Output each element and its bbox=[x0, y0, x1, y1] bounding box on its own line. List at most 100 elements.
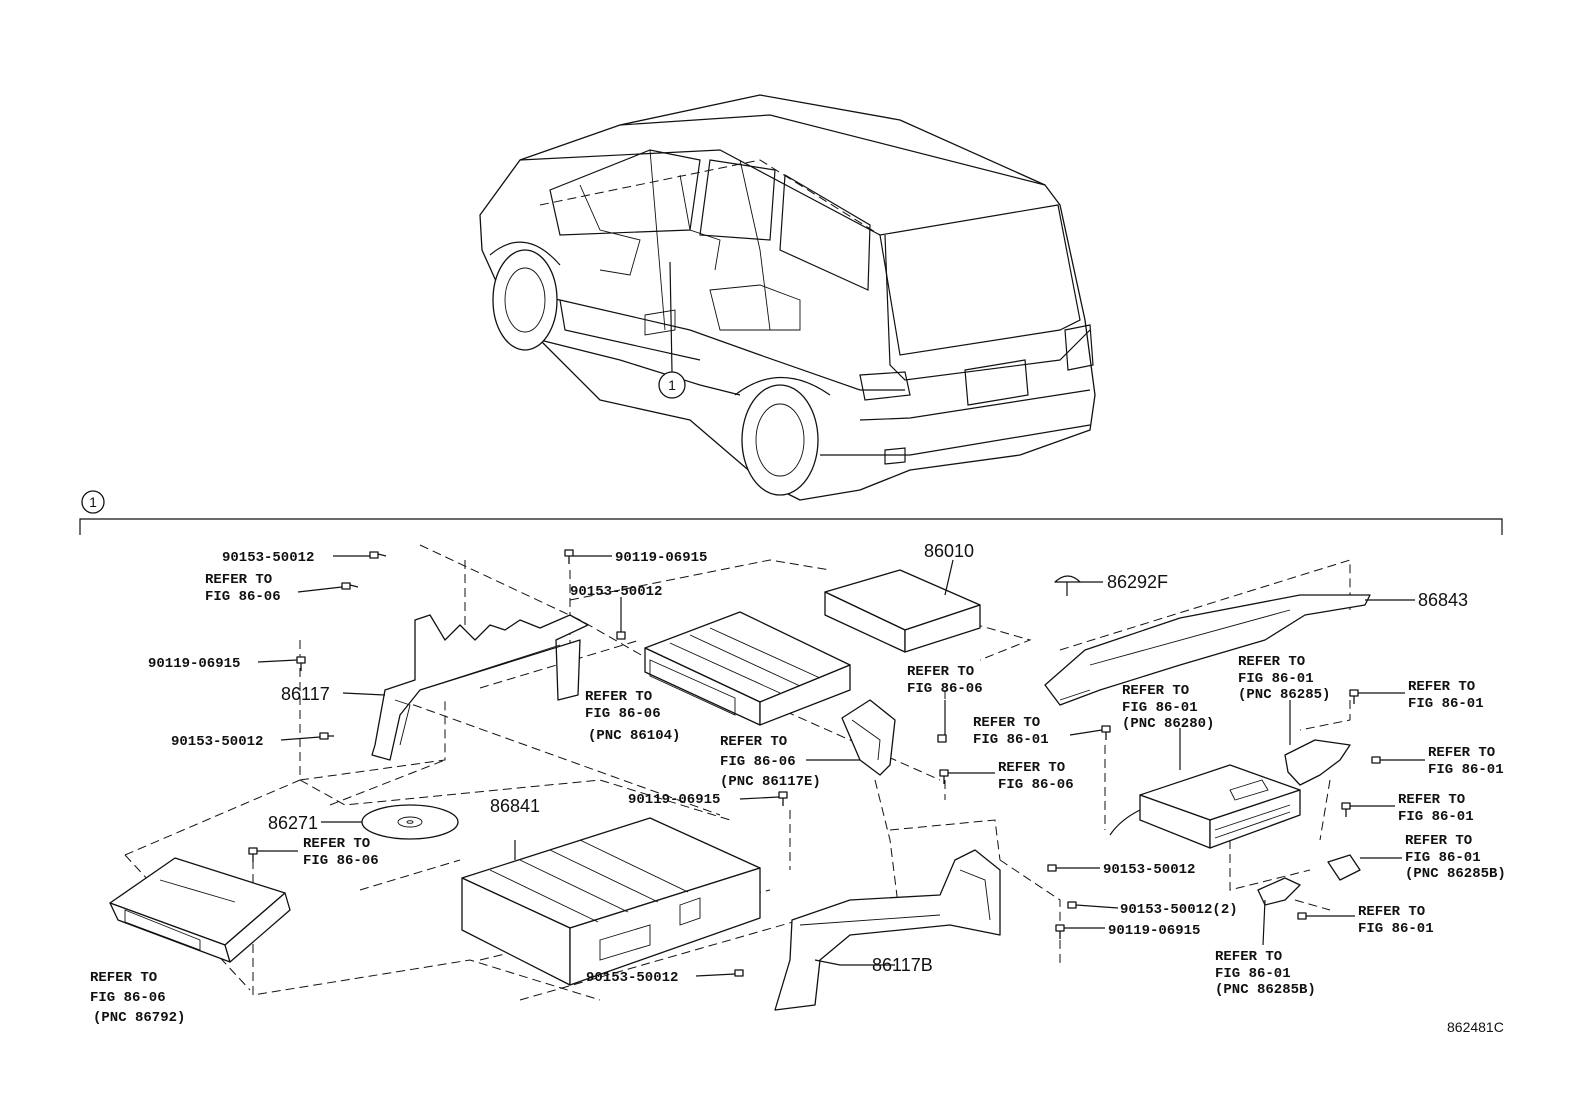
bolt-refer-86-06-b bbox=[937, 734, 947, 743]
bracket-86285 bbox=[1284, 739, 1351, 786]
cover-86843 bbox=[1044, 594, 1371, 706]
label-refer-86285-l2: FIG 86-01 bbox=[1238, 671, 1314, 687]
label-refer-86280-l2: FIG 86-01 bbox=[1122, 700, 1198, 716]
label-refer-86-06-a-l2: FIG 86-06 bbox=[205, 589, 281, 605]
screw-90119-left bbox=[296, 656, 306, 671]
front-wheel bbox=[492, 249, 558, 351]
bolt-90153-mid bbox=[616, 631, 626, 640]
label-refer-86-01-a-l2: FIG 86-01 bbox=[973, 732, 1049, 748]
screw-90119-right bbox=[1055, 924, 1065, 939]
bolt-90153-right-a bbox=[1047, 864, 1057, 872]
label-refer-86104-l1: REFER TO bbox=[585, 689, 652, 705]
screw-refer-86-01-a bbox=[1101, 725, 1111, 740]
label-86841: 86841 bbox=[490, 796, 540, 816]
leader-lines bbox=[257, 555, 1425, 977]
tail-light-right bbox=[1064, 324, 1094, 371]
label-86010: 86010 bbox=[924, 541, 974, 561]
label-90119-right: 90119-06915 bbox=[1108, 923, 1200, 939]
bolt-refer-86-01-e bbox=[1297, 912, 1307, 920]
part-labels: 90153-50012 REFER TO FIG 86-06 90119-069… bbox=[90, 541, 1506, 1035]
label-86843: 86843 bbox=[1418, 590, 1468, 610]
label-86117b: 86117B bbox=[872, 955, 933, 975]
bracket-86117b bbox=[774, 849, 1001, 1011]
label-refer-86285b-a-l3: (PNC 86285B) bbox=[1405, 866, 1506, 882]
label-refer-86-01-a-l1: REFER TO bbox=[973, 715, 1040, 731]
license-plate bbox=[964, 359, 1029, 406]
section-callout-circle bbox=[81, 490, 105, 514]
label-90119-top: 90119-06915 bbox=[615, 550, 707, 566]
bracket-86285b-a bbox=[1257, 877, 1301, 906]
label-refer-86-01-c-l2: FIG 86-01 bbox=[1428, 762, 1504, 778]
label-86292f: 86292F bbox=[1107, 572, 1168, 592]
bolt-90153-left bbox=[319, 732, 334, 740]
section-callout-number: 1 bbox=[89, 494, 97, 510]
label-refer-86-01-e-l1: REFER TO bbox=[1358, 904, 1425, 920]
label-refer-86-06-d-l2: FIG 86-06 bbox=[303, 853, 379, 869]
label-refer-86-01-b-l1: REFER TO bbox=[1408, 679, 1475, 695]
bolt-refer-86-06-a bbox=[341, 582, 359, 590]
bracket-86285b-b bbox=[1327, 854, 1361, 881]
disc-86271 bbox=[361, 804, 459, 840]
label-refer-86792-l3: (PNC 86792) bbox=[93, 1010, 185, 1026]
section-bracket bbox=[79, 518, 1503, 535]
label-refer-86-01-b-l2: FIG 86-01 bbox=[1408, 696, 1484, 712]
label-refer-86117e-l1: REFER TO bbox=[720, 734, 787, 750]
rear-window bbox=[879, 204, 1081, 356]
label-refer-86-01-c-l1: REFER TO bbox=[1428, 745, 1495, 761]
label-refer-86-06-b-l2: FIG 86-06 bbox=[907, 681, 983, 697]
screw-90119-top bbox=[564, 549, 574, 564]
bracket-86117 bbox=[371, 614, 589, 761]
vehicle-body bbox=[479, 94, 1096, 501]
label-refer-86104-l3: (PNC 86104) bbox=[588, 728, 680, 744]
label-90119-left: 90119-06915 bbox=[148, 656, 240, 672]
label-refer-86285b-b-l2: FIG 86-01 bbox=[1215, 966, 1291, 982]
label-refer-86-01-d-l2: FIG 86-01 bbox=[1398, 809, 1474, 825]
label-refer-86-06-c-l1: REFER TO bbox=[998, 760, 1065, 776]
label-90153-right-a: 90153-50012 bbox=[1103, 862, 1195, 878]
bolt-90153-right-b bbox=[1067, 901, 1077, 909]
label-refer-86104-l2: FIG 86-06 bbox=[585, 706, 661, 722]
label-refer-86-06-b-l1: REFER TO bbox=[907, 664, 974, 680]
screw-90119-center bbox=[778, 791, 788, 806]
label-refer-86285b-b-l3: (PNC 86285B) bbox=[1215, 982, 1316, 998]
label-refer-86285-l1: REFER TO bbox=[1238, 654, 1305, 670]
label-90153-top: 90153-50012 bbox=[222, 550, 314, 566]
label-refer-86792-l1: REFER TO bbox=[90, 970, 157, 986]
label-90153-mid: 90153-50012 bbox=[570, 584, 662, 600]
label-refer-86-01-d-l1: REFER TO bbox=[1398, 792, 1465, 808]
bolt-90153-bottom bbox=[734, 969, 744, 977]
label-90119-center: 90119-06915 bbox=[628, 792, 720, 808]
screw-refer-86-01-d bbox=[1341, 802, 1351, 817]
bolt-refer-86-06-c bbox=[939, 769, 949, 784]
label-90153-right-b: 90153-50012(2) bbox=[1120, 902, 1238, 918]
clip-86292f bbox=[1054, 575, 1081, 583]
label-refer-86-06-d-l1: REFER TO bbox=[303, 836, 370, 852]
bolt-90153-top bbox=[369, 551, 387, 559]
label-refer-86-06-c-l2: FIG 86-06 bbox=[998, 777, 1074, 793]
bolt-refer-86-01-c bbox=[1371, 756, 1381, 764]
rear-wheel bbox=[741, 384, 819, 496]
label-refer-86117e-l2: FIG 86-06 bbox=[720, 754, 796, 770]
label-refer-86-06-a-l1: REFER TO bbox=[205, 572, 272, 588]
label-refer-86280-l1: REFER TO bbox=[1122, 683, 1189, 699]
label-refer-86792-l2: FIG 86-06 bbox=[90, 990, 166, 1006]
illustration-id: 862481C bbox=[1447, 1019, 1504, 1035]
screw-refer-86-01-b bbox=[1349, 689, 1359, 704]
label-86271: 86271 bbox=[268, 813, 318, 833]
label-90153-left: 90153-50012 bbox=[171, 734, 263, 750]
label-refer-86280-l3: (PNC 86280) bbox=[1122, 716, 1214, 732]
callout-circle-vehicle bbox=[658, 371, 686, 399]
label-86117: 86117 bbox=[281, 684, 330, 704]
tail-light-left bbox=[859, 371, 911, 401]
label-90153-bottom: 90153-50012 bbox=[586, 970, 678, 986]
label-refer-86-01-e-l2: FIG 86-01 bbox=[1358, 921, 1434, 937]
label-refer-86285b-a-l2: FIG 86-01 bbox=[1405, 850, 1481, 866]
callout-number-vehicle: 1 bbox=[668, 377, 676, 393]
label-refer-86285b-a-l1: REFER TO bbox=[1405, 833, 1472, 849]
label-refer-86117e-l3: (PNC 86117E) bbox=[720, 774, 821, 790]
bolt-refer-86-06-d bbox=[248, 847, 258, 862]
label-refer-86285b-b-l1: REFER TO bbox=[1215, 949, 1282, 965]
fasteners bbox=[248, 549, 1381, 977]
